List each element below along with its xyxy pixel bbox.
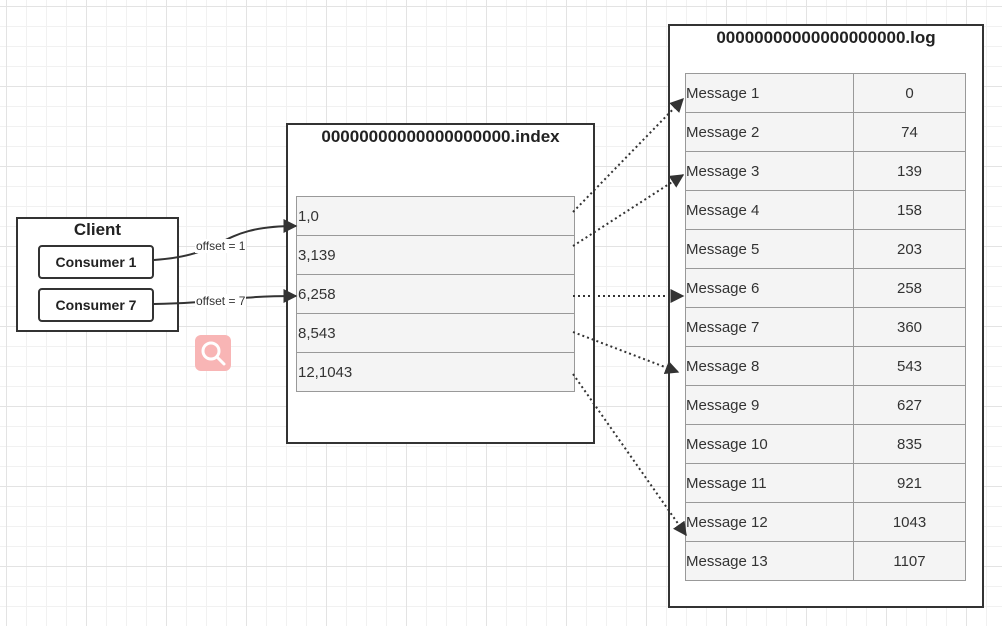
log-row[interactable]: Message 12 1043 [685,502,966,542]
log-position-cell: 158 [896,201,923,219]
log-row[interactable]: Message 4 158 [685,190,966,230]
log-position-cell: 627 [896,396,923,414]
index-entry[interactable]: 1,0 [296,196,575,236]
log-row[interactable]: Message 9 627 [685,385,966,425]
log-message-cell: Message 1 [686,74,854,112]
log-position-cell: 360 [896,318,923,336]
log-message-cell: Message 12 [686,503,854,541]
index-file-title: 00000000000000000000.index [321,127,560,146]
edge-label-offset-7: offset = 7 [195,294,247,308]
log-row[interactable]: Message 2 74 [685,112,966,152]
log-row[interactable]: Message 11 921 [685,463,966,503]
log-row[interactable]: Message 3 139 [685,151,966,191]
log-file-box: 00000000000000000000.log Message 1 0 Mess… [668,24,984,608]
index-entry[interactable]: 3,139 [296,235,575,275]
log-row[interactable]: Message 6 258 [685,268,966,308]
log-row[interactable]: Message 10 835 [685,424,966,464]
log-position-cell: 74 [901,123,918,141]
index-entry[interactable]: 8,543 [296,313,575,353]
log-row[interactable]: Message 5 203 [685,229,966,269]
index-entry[interactable]: 6,258 [296,274,575,314]
client-title: Client [73,220,122,239]
log-row[interactable]: Message 8 543 [685,346,966,386]
edge-label-offset-1: offset = 1 [195,239,247,253]
log-message-cell: Message 7 [686,308,854,346]
log-row[interactable]: Message 13 1107 [685,541,966,581]
consumer-1-node[interactable]: Consumer 1 [38,245,154,279]
log-position-cell: 139 [896,162,923,180]
log-position-cell: 543 [896,357,923,375]
consumer-7-node[interactable]: Consumer 7 [38,288,154,322]
index-entry[interactable]: 12,1043 [296,352,575,392]
search-icon [201,341,226,366]
log-file-title: 00000000000000000000.log [716,28,936,47]
index-entries-table: 1,0 3,139 6,258 8,543 12,1043 [296,196,575,392]
log-message-cell: Message 11 [686,464,854,502]
log-message-cell: Message 8 [686,347,854,385]
log-position-cell: 1043 [892,513,927,531]
log-position-cell: 258 [896,279,923,297]
log-message-cell: Message 2 [686,113,854,151]
log-position-cell: 921 [896,474,923,492]
log-position-cell: 1107 [893,552,926,570]
log-position-cell: 0 [905,84,914,102]
log-message-cell: Message 13 [686,542,854,580]
log-message-cell: Message 6 [686,269,854,307]
log-messages-table: Message 1 0 Message 2 74 Message 3 139 Mess… [685,73,966,581]
log-message-cell: Message 10 [686,425,854,463]
log-message-cell: Message 9 [686,386,854,424]
log-row[interactable]: Message 7 360 [685,307,966,347]
log-message-cell: Message 5 [686,230,854,268]
search-badge[interactable] [195,335,231,371]
log-message-cell: Message 3 [686,152,854,190]
log-message-cell: Message 4 [686,191,854,229]
index-file-box: 00000000000000000000.index 1,0 3,139 6,2… [286,123,595,444]
log-position-cell: 203 [896,240,923,258]
log-row[interactable]: Message 1 0 [685,73,966,113]
client-box: Client Consumer 1 Consumer 7 [16,217,179,332]
log-position-cell: 835 [896,435,923,453]
